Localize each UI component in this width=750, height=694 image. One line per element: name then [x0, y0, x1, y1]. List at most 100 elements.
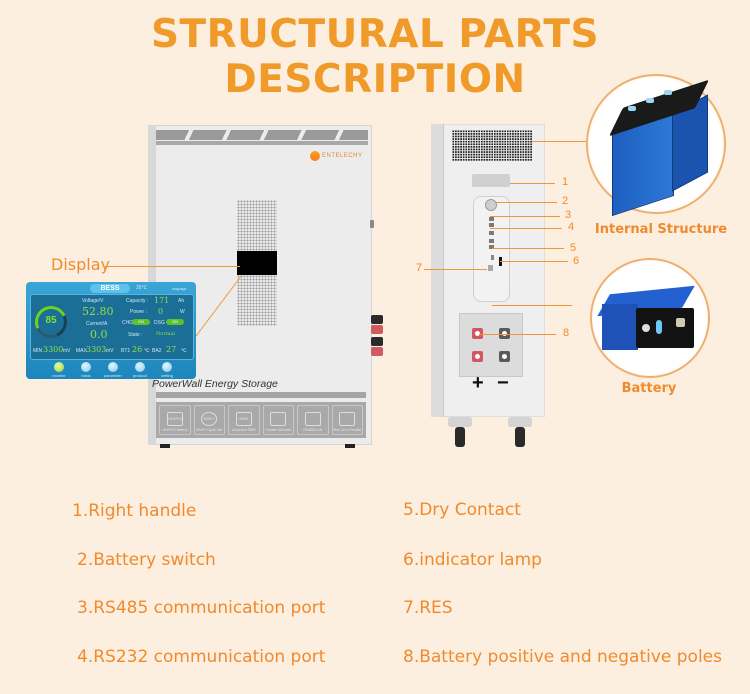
nav-label: monitor [52, 373, 66, 378]
soc-value: 85 [45, 315, 57, 326]
battery-inset [590, 258, 710, 378]
min-label: MIN [33, 348, 43, 354]
dsg-label: DSG [154, 320, 165, 326]
feature-bms: BMS Advanced BMS [228, 405, 260, 435]
feature-label: LiFePO4 Battery [161, 428, 188, 432]
display-callout-label: Display [51, 255, 110, 274]
callout-line-6 [500, 261, 568, 262]
side-terminal [371, 337, 383, 346]
negative-terminal [499, 351, 510, 362]
callout-line-8 [479, 334, 556, 335]
max-unit: mV [106, 348, 114, 354]
current-value: 0.0 [90, 328, 108, 341]
port [489, 231, 494, 235]
feature-label: RS485/CAN [303, 428, 323, 432]
port [489, 239, 494, 243]
internal-structure-inset [586, 74, 726, 217]
parts-item: 1.Right handle [72, 501, 197, 521]
lcd-language[interactable]: language [172, 287, 187, 291]
lcd-panel: BESS 26℃ language 85 Voltage/V 52.80 Cur… [26, 282, 196, 379]
logo-icon [310, 150, 320, 161]
side-terminal [371, 347, 383, 356]
callout-5: 5 [570, 242, 577, 254]
display-callout-line [105, 266, 240, 267]
temp1-label: BT1 [121, 348, 131, 354]
wheel-icon [515, 427, 525, 447]
parts-item: 3.RS485 communication port [77, 598, 326, 618]
label-strip [156, 392, 366, 398]
feature-label: Advanced BMS [231, 428, 256, 432]
side-terminal [371, 315, 383, 324]
temp1-value: 26 [132, 345, 143, 354]
rs232-port [489, 223, 494, 227]
io-plate [473, 196, 510, 302]
capacity-unit: Ah [178, 298, 185, 304]
state-value: Normal [156, 331, 176, 337]
nav-label: protocol [132, 373, 148, 378]
positive-terminal [472, 351, 483, 362]
page-title: STRUCTURAL PARTS DESCRIPTION [150, 12, 600, 102]
nav-protocol-button[interactable] [135, 362, 145, 372]
voltage-value: 52.80 [82, 305, 114, 318]
power-unit: W [180, 309, 185, 315]
battery-terminal-icon [642, 324, 650, 332]
parts-item: 6.indicator lamp [403, 550, 542, 570]
callout-3: 3 [565, 209, 572, 221]
terminal-icon [646, 98, 654, 103]
min-value: 3300 [43, 345, 64, 354]
feature-label: Max 16 in Parallel [333, 428, 362, 432]
top-vent [156, 130, 368, 140]
lcd-header: BESS [90, 284, 130, 293]
port [491, 255, 494, 260]
capacity-value: 171 [154, 296, 170, 305]
callout-6: 6 [573, 255, 580, 267]
feature-max-parallel: Max 16 in Parallel [331, 405, 363, 435]
callout-line-7 [424, 269, 487, 270]
callout-line-4 [490, 228, 562, 229]
feature-network: RS485/CAN [297, 405, 329, 435]
battery-side [602, 304, 638, 350]
display-screen [237, 251, 277, 275]
battery-indicator-icon [656, 320, 662, 334]
nav-basic-button[interactable] [81, 362, 91, 372]
plus-sign: + [472, 372, 484, 394]
logo-text: ENTELECHY [322, 152, 363, 159]
battery-switch [485, 199, 497, 211]
battery-label: Battery [621, 381, 677, 396]
callout-2: 2 [562, 195, 569, 207]
capacity-label: Capacity : [126, 298, 149, 304]
callout-line-3 [490, 216, 560, 217]
temp2-value: 27 [166, 345, 177, 354]
feature-label: Parallel Modules [265, 428, 292, 432]
bms-icon: BMS [235, 412, 252, 426]
parallel-max-icon [339, 412, 356, 426]
product-label: PowerWall Energy Storage [152, 378, 278, 390]
terminal-icon [664, 90, 672, 95]
current-label: Current/A [86, 321, 108, 327]
nav-parameter-button[interactable] [108, 362, 118, 372]
negative-terminal [499, 328, 510, 339]
rs485-port [489, 217, 494, 221]
state-label: State : [128, 332, 143, 338]
callout-4: 4 [568, 221, 575, 233]
max-value: 3303 [86, 345, 107, 354]
callout-line-1 [510, 183, 555, 184]
chg-toggle[interactable]: ON [132, 319, 150, 325]
callout-line-2 [495, 202, 557, 203]
nav-monitor-button[interactable] [54, 362, 64, 372]
battery-terminal-icon [676, 318, 685, 327]
cycle-icon: 6000+ [201, 412, 218, 426]
dsg-toggle[interactable]: ON [166, 319, 184, 325]
side-edge [431, 124, 444, 417]
battery-icon: LiFePO4 [166, 412, 184, 426]
feature-cycle: 6000+6000+ Cycle Life [193, 405, 225, 435]
side-handle-knob [370, 220, 374, 228]
power-value: 0 [158, 307, 164, 316]
device-foot [160, 444, 170, 448]
nav-setting-button[interactable] [162, 362, 172, 372]
callout-line-battery [492, 305, 572, 306]
chg-label: CHG [122, 320, 134, 326]
callout-line-5 [492, 248, 564, 249]
min-unit: mV [63, 348, 71, 354]
